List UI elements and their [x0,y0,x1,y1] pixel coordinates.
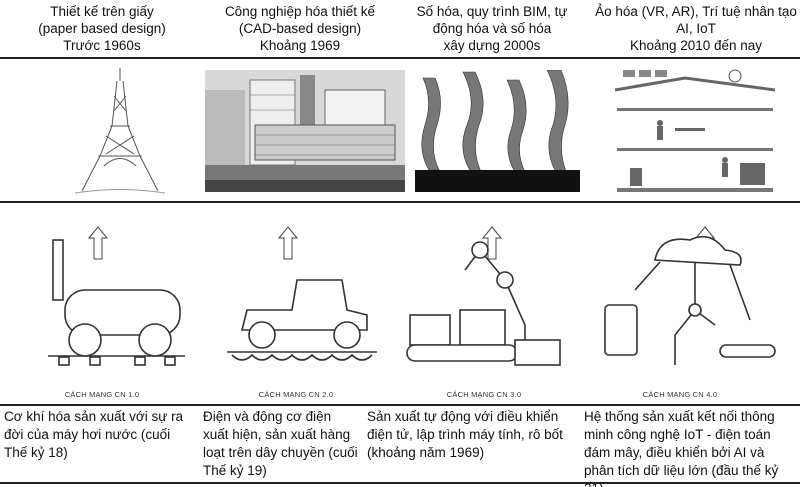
divider [0,201,800,203]
steam-locomotive-icon [48,239,185,366]
era-header-2: Công nghiệp hóa thiết kế (CAD-based desi… [200,3,400,54]
era-title: Công nghiệp hóa thiết kế [224,4,376,19]
era-description: Sản xuất tự động với điều khiển điện tử,… [367,409,563,460]
era-header-1: Thiết kế trên giấy (paper based design) … [2,3,202,54]
era-subtitle: AI, IoT [676,21,716,36]
divider [0,57,800,59]
twisted-towers-image [415,70,580,192]
era-header-3: Số hóa, quy trình BIM, tự động hóa và số… [392,3,592,54]
era-title: Số hóa, quy trình BIM, tự [416,4,568,19]
robot-arm-conveyor-icon [406,241,561,366]
divider [0,404,800,406]
era-description: Điện và động cơ điện xuất hiện, sản xuất… [203,409,358,478]
eiffel-tower-image [74,68,166,194]
era-description: Hệ thống sản xuất kết nối thông minh côn… [584,409,779,487]
revolution-label: CÁCH MẠNG CN 1.0 [64,390,140,399]
revolution-label: CÁCH MẠNG CN 2.0 [258,390,334,399]
era-subtitle: động hóa và số hóa [432,21,552,36]
car-assembly-icon [227,279,377,361]
era-header-4: Ảo hóa (VR, AR), Trí tuệ nhân tạo AI, Io… [586,3,800,54]
era-description: Cơ khí hóa sản xuất với sự ra đời của má… [4,409,184,460]
up-arrow-icon [278,226,298,260]
era-period: Khoảng 1969 [259,38,341,53]
era-title: Ảo hóa (VR, AR), Trí tuệ nhân tạo [595,4,797,19]
era-subtitle: (CAD-based design) [238,21,362,36]
era-subtitle: (paper based design) [38,21,166,36]
era-period: Trước 1960s [63,38,141,53]
smart-building-image [615,69,775,192]
city-photo-image [205,70,405,192]
cloud-iot-robot-icon [604,235,776,365]
era-period: xây dựng 2000s [443,38,541,53]
up-arrow-icon [482,226,502,260]
revolution-label: CÁCH MẠNG CN 3.0 [446,390,522,399]
era-period: Khoảng 2010 đến nay [629,38,763,53]
revolution-label: CÁCH MẠNG CN 4.0 [642,390,718,399]
divider [0,482,800,484]
up-arrow-icon [88,226,108,260]
era-title: Thiết kế trên giấy [50,4,154,19]
